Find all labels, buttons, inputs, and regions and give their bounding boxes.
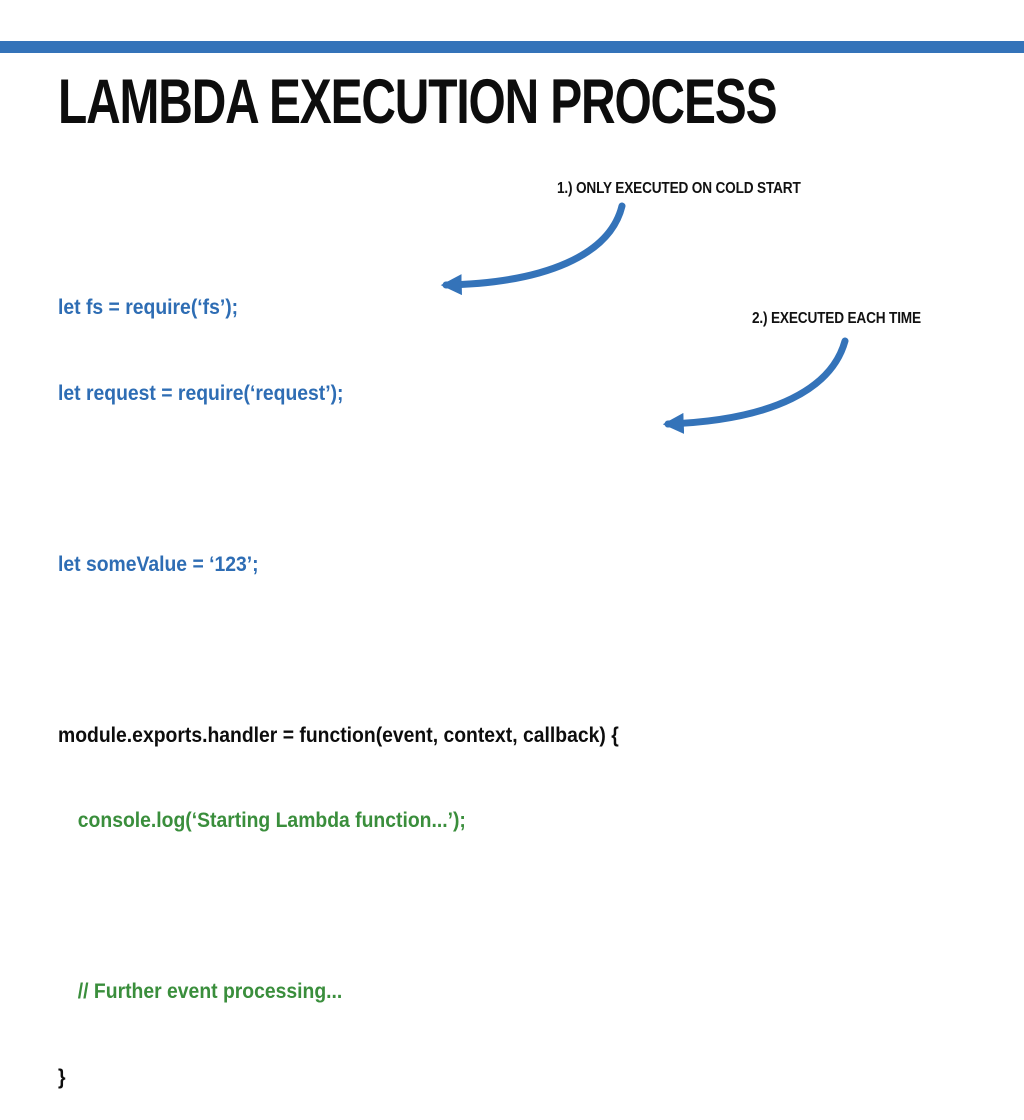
code-line: let request = require(‘request’); (58, 380, 344, 405)
code-line: module.exports.handler = function(event,… (58, 722, 619, 747)
code-line-blank (58, 464, 619, 493)
code-line: } (58, 1064, 66, 1089)
slide: { "slide": { "title": "LAMBDA EXECUTION … (0, 41, 1024, 1089)
code-line: // Further event processing... (77, 979, 343, 1003)
annotation-each-time: 2.) EXECUTED EACH TIME (752, 310, 921, 327)
arrow-each-time-icon (662, 337, 849, 434)
code-line-blank (58, 892, 619, 921)
annotation-cold-start: 1.) ONLY EXECUTED ON COLD START (557, 180, 801, 197)
code-block: let fs = require(‘fs’); let request = re… (58, 236, 619, 1120)
page-title: LAMBDA EXECUTION PROCESS (58, 67, 778, 137)
code-line: let fs = require(‘fs’); (58, 295, 239, 319)
code-line: let someValue = ‘123’; (58, 551, 259, 576)
accent-bar (0, 41, 1024, 53)
code-line-blank (58, 635, 619, 664)
code-line: console.log(‘Starting Lambda function...… (77, 808, 466, 832)
arrow-cold-start-icon (440, 202, 626, 296)
